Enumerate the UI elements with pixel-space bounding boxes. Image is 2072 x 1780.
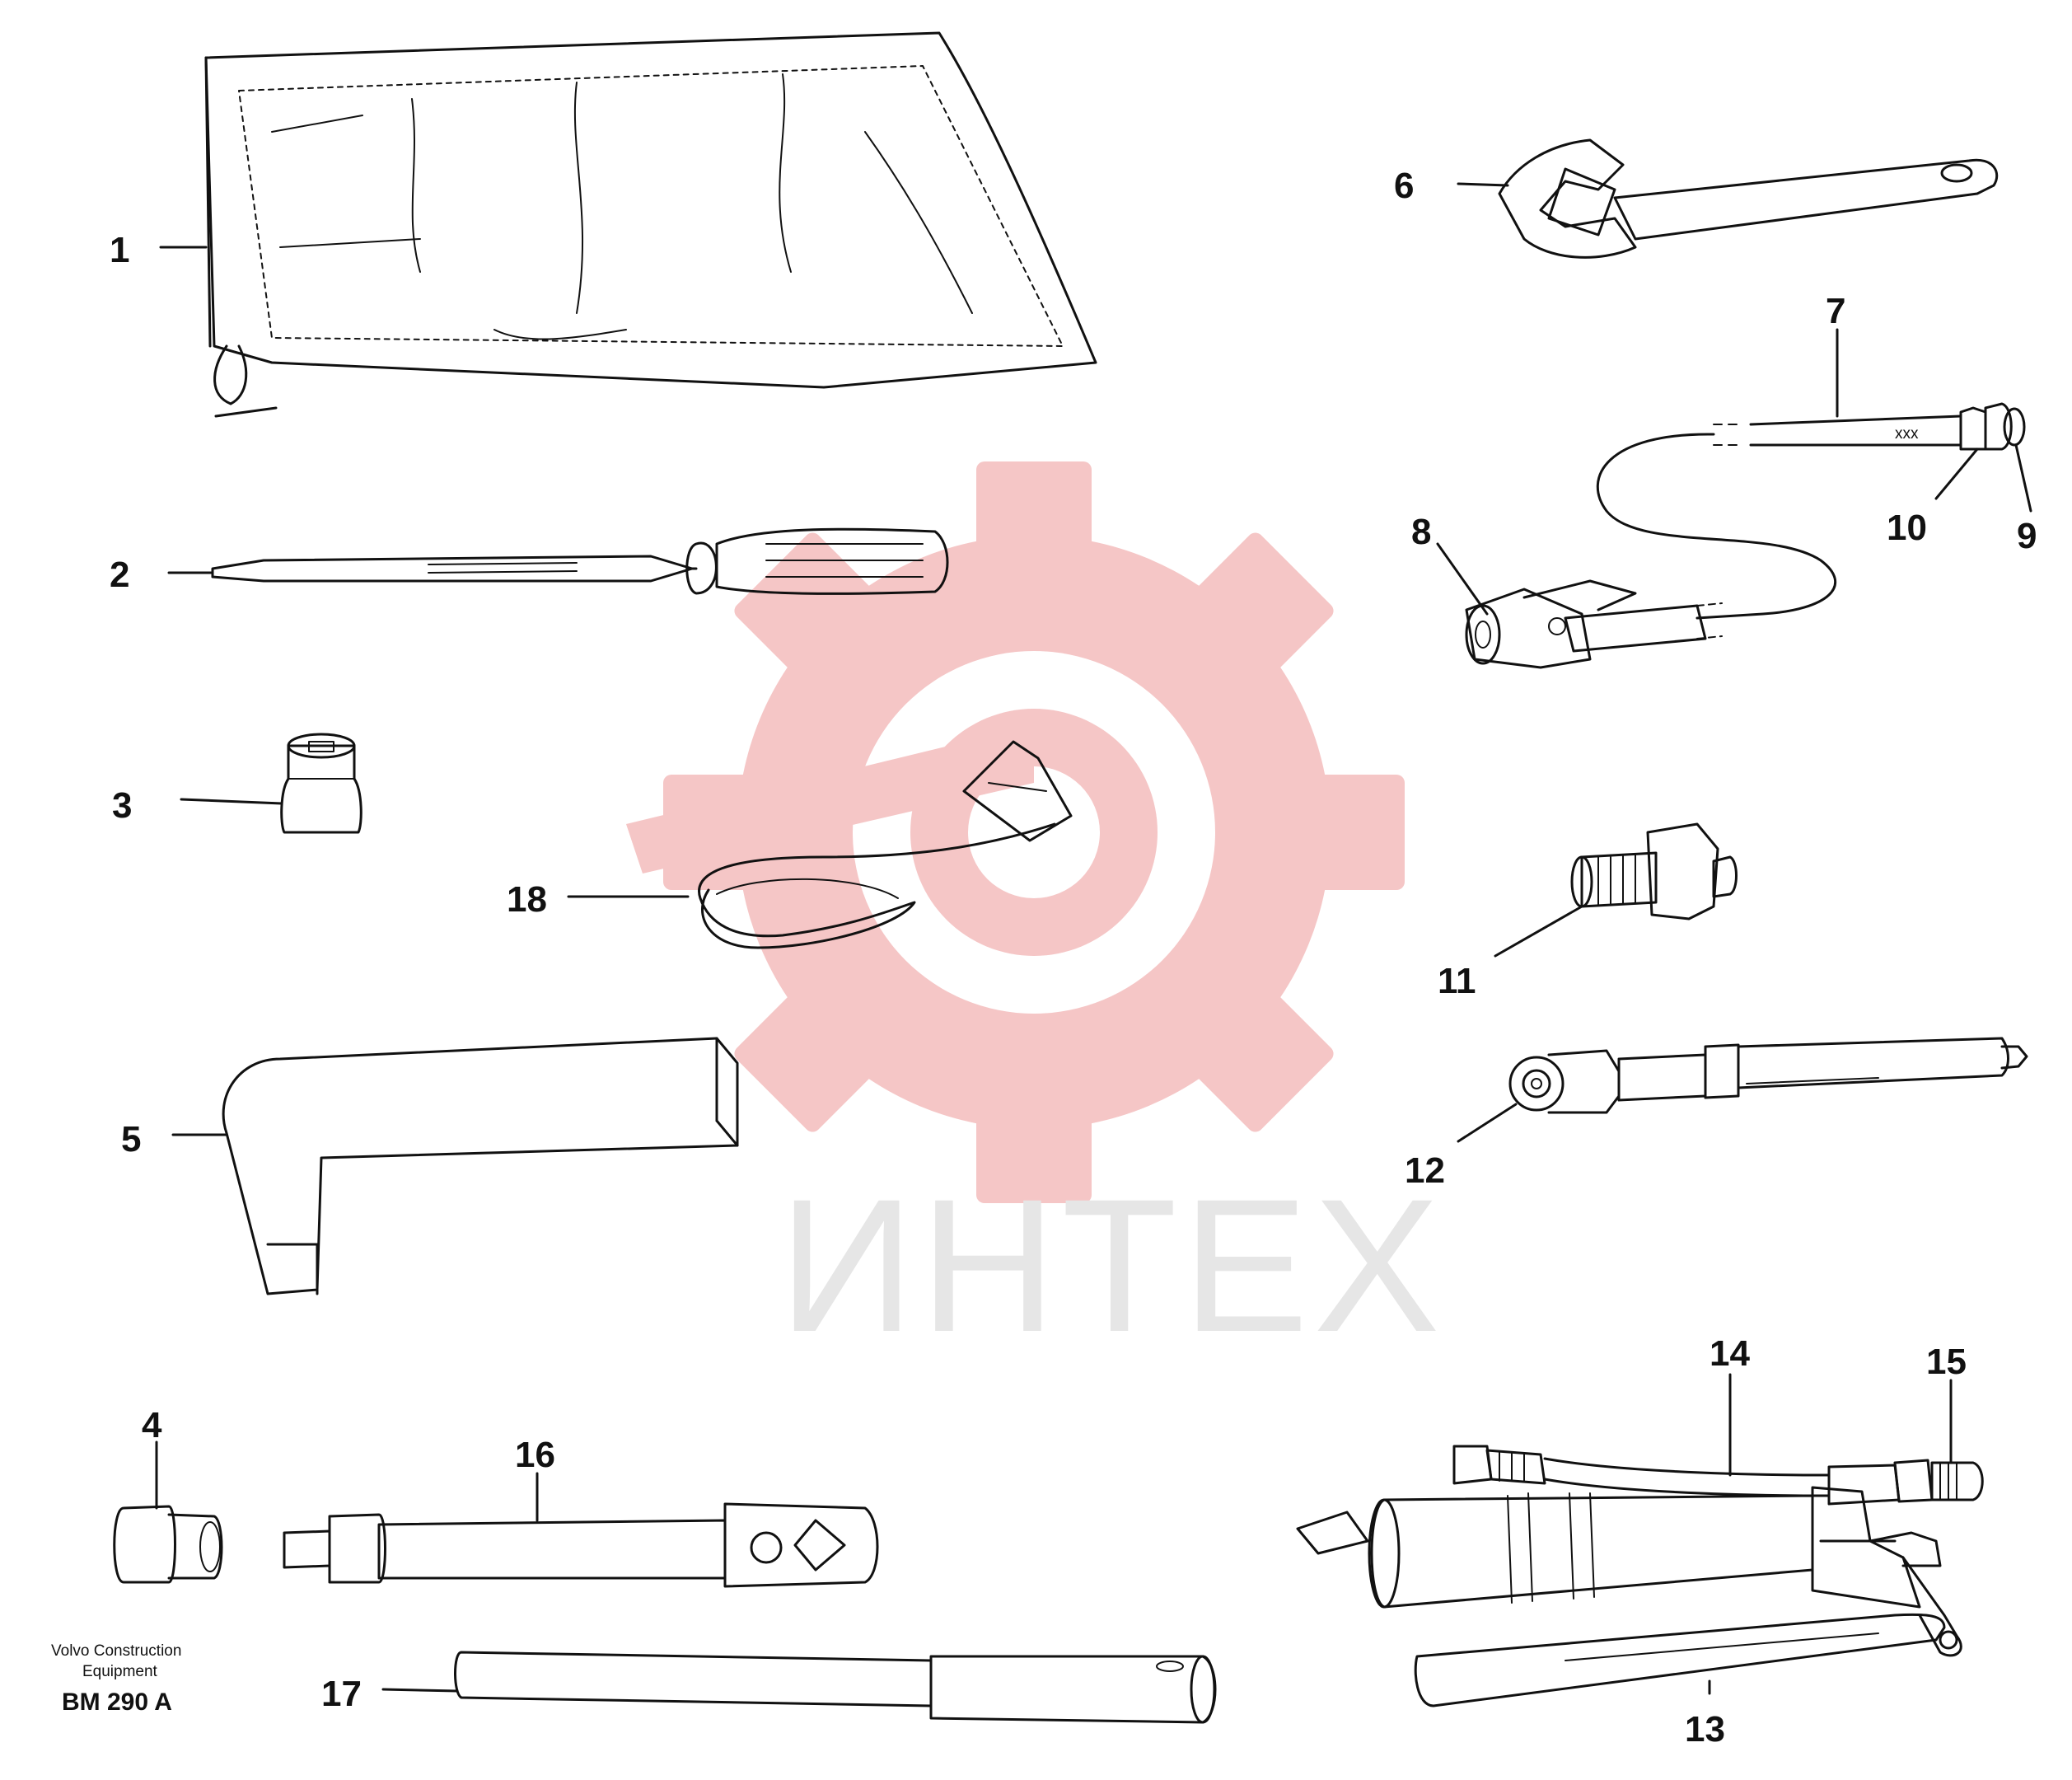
callout-2: 2 (110, 555, 129, 595)
leader-17 (381, 1688, 459, 1693)
socket-part-4 (113, 1505, 223, 1584)
leader-6 (1457, 182, 1509, 187)
nipple-part-11 (1570, 822, 1738, 920)
callout-5: 5 (121, 1119, 141, 1159)
leader-3 (180, 798, 283, 805)
callout-3: 3 (112, 785, 132, 826)
leader-12 (1457, 1103, 1518, 1143)
leader-8 (1436, 542, 1489, 616)
callout-16: 16 (515, 1435, 555, 1475)
tube-handle-part-17 (454, 1651, 1217, 1724)
callout-14: 14 (1710, 1333, 1750, 1374)
callout-7: 7 (1826, 291, 1845, 331)
leader-10 (1934, 447, 1979, 500)
manufacturer-line-2: Equipment (82, 1663, 158, 1680)
callout-9: 9 (2017, 516, 2037, 556)
callout-11: 11 (1438, 961, 1476, 1001)
callout-12: 12 (1405, 1150, 1445, 1191)
grease-gun-part-13 (1296, 1486, 1962, 1707)
callout-15: 15 (1926, 1342, 1967, 1382)
callout-17: 17 (321, 1674, 362, 1714)
drawing-code: BM 290 A (62, 1689, 172, 1716)
callout-1: 1 (110, 230, 129, 270)
callout-4: 4 (142, 1405, 162, 1445)
watermark-text: ИНТЕХ (779, 1159, 1445, 1371)
strap-part-18 (698, 740, 1073, 949)
adjustable-wrench-part-6 (1498, 138, 1999, 259)
callout-18: 18 (507, 879, 547, 920)
callout-8: 8 (1411, 512, 1431, 552)
hose-marking-text: xxx (1895, 425, 1919, 443)
leader-9 (2014, 443, 2032, 513)
hex-key-part-5 (222, 1037, 739, 1295)
extension-bar-part-16 (283, 1502, 879, 1588)
chuck-part-8 (1465, 579, 1723, 669)
leader-11 (1494, 905, 1583, 958)
socket-part-3 (280, 733, 362, 834)
screwdriver-part-2 (211, 527, 949, 595)
tyre-gauge-part-12 (1508, 1037, 2028, 1114)
callout-13: 13 (1685, 1709, 1725, 1750)
callout-10: 10 (1887, 508, 1927, 548)
callout-6: 6 (1394, 166, 1414, 206)
manufacturer-line-1: Volvo Construction (51, 1642, 181, 1660)
tool-bag-part-1 (204, 31, 1097, 418)
watermark-gear-logo (626, 461, 1405, 1203)
coupler-part-15 (1827, 1459, 1984, 1506)
air-hose-part-7: xxx (1596, 402, 2026, 620)
hose-part-14 (1452, 1445, 1831, 1497)
